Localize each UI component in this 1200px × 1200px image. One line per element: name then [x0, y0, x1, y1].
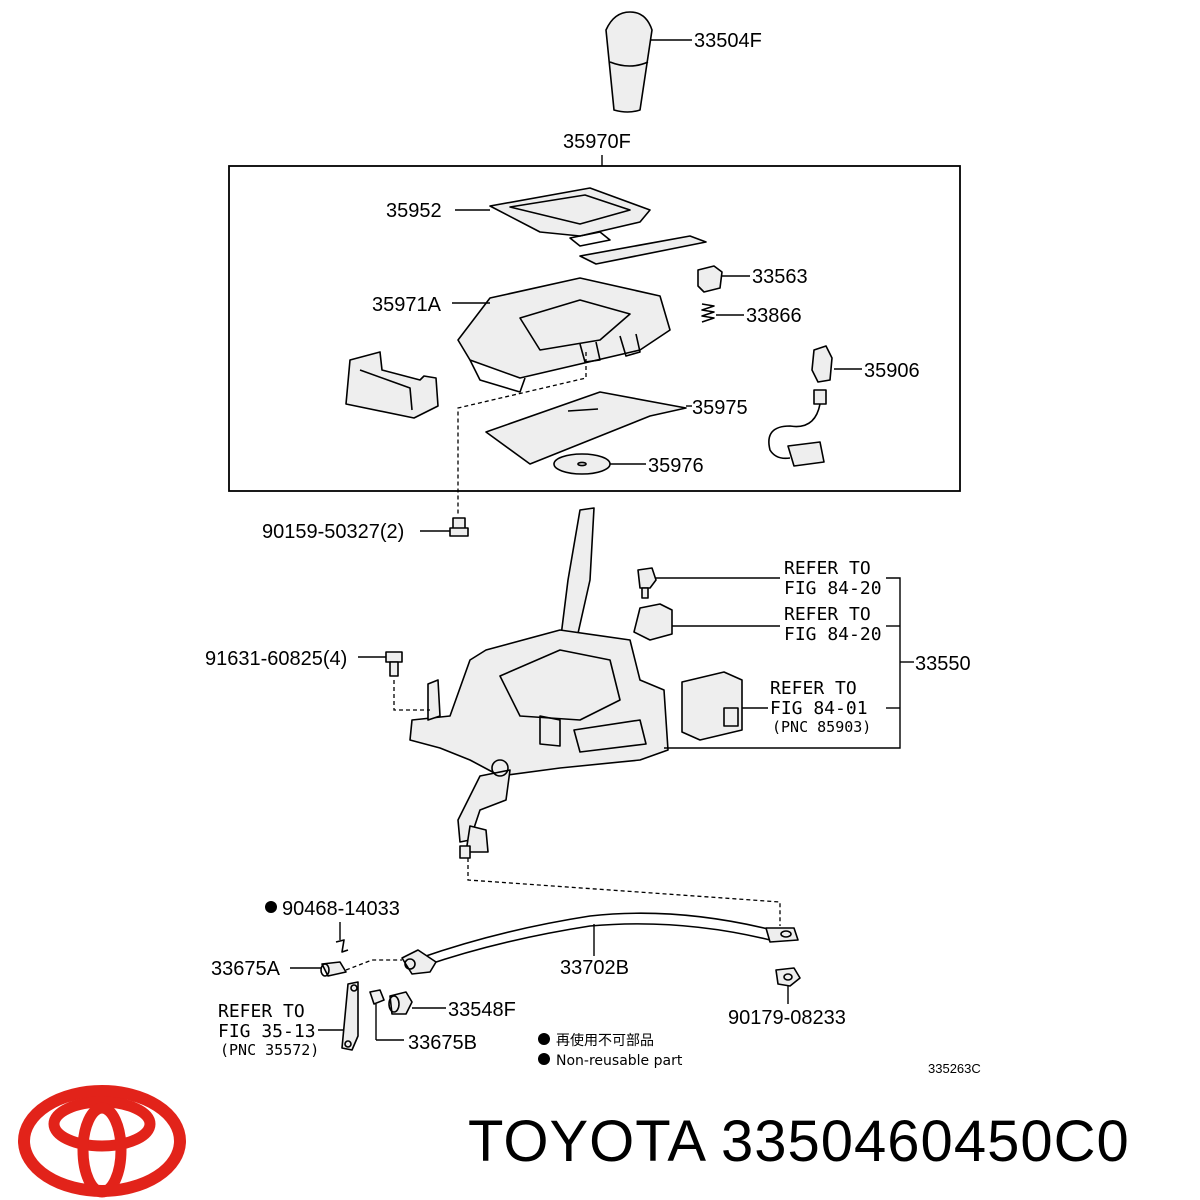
dashed-link-screw [457, 352, 587, 516]
cover-part [345, 351, 439, 419]
label-33550: 33550 [915, 653, 971, 675]
bushing-33548F-part [388, 991, 413, 1015]
bracket-33550 [664, 577, 901, 749]
label-90179: 90179-08233 [728, 1007, 846, 1029]
screw-90159-part [449, 517, 469, 537]
label-35971A: 35971A [372, 294, 442, 316]
pin-33675B-part [369, 989, 385, 1005]
legend-dot-icon [538, 1053, 550, 1065]
non-reusable-dot-icon [265, 901, 277, 913]
dashed-link-cable [467, 858, 781, 926]
legend-dot-icon [538, 1033, 550, 1045]
dashed-link-pin [345, 959, 402, 971]
shift-lever-assembly-part [409, 507, 669, 859]
legend-en: Non-reusable part [556, 1053, 683, 1069]
label-33675B: 33675B [408, 1032, 477, 1054]
label-35906: 35906 [864, 360, 920, 382]
plate-35952-part [489, 187, 707, 265]
label-35970F: 35970F [563, 131, 631, 153]
clip-33563-part [697, 265, 723, 293]
plate-35975-part [485, 391, 687, 465]
screw-ref-part [637, 567, 657, 599]
ref-4-line-c: (PNC 35572) [220, 1041, 319, 1059]
brand-part-number: TOYOTA 3350460450C0 [468, 1109, 1130, 1174]
label-91631: 91631-60825(4) [205, 648, 347, 670]
ref-2-line-a: REFER TO [784, 604, 871, 625]
bracket-ref-part [633, 603, 673, 641]
cable-33702B-part [401, 912, 799, 975]
label-35976: 35976 [648, 455, 704, 477]
label-33866: 33866 [746, 305, 802, 327]
diagram-code: 335263C [928, 1061, 981, 1076]
legend-jp: 再使用不可部品 [556, 1032, 654, 1049]
label-33548F: 33548F [448, 999, 516, 1021]
nut-90179-part [775, 967, 801, 987]
bolt-91631-part [385, 651, 403, 677]
housing-35971A-part [457, 277, 671, 393]
spring-33866-part [701, 303, 715, 323]
label-33702B: 33702B [560, 957, 629, 979]
ref-3-line-a: REFER TO [770, 678, 857, 699]
module-ref-part [681, 671, 743, 741]
ref-4-line-a: REFER TO [218, 1001, 305, 1022]
label-33504F: 33504F [694, 30, 762, 52]
ref-4-line-b: FIG 35-13 [218, 1021, 316, 1042]
assembly-box-35970F [228, 165, 961, 492]
label-35952: 35952 [386, 200, 442, 222]
wire-35906-part [768, 345, 833, 467]
label-35975: 35975 [692, 397, 748, 419]
shift-knob-part [605, 11, 653, 113]
ref-1-line-b: FIG 84-20 [784, 578, 882, 599]
ref-2-line-b: FIG 84-20 [784, 624, 882, 645]
ref-3-line-b: FIG 84-01 [770, 698, 868, 719]
lever-ref-part [341, 981, 359, 1051]
label-90159: 90159-50327(2) [262, 521, 404, 543]
ref-1-line-a: REFER TO [784, 558, 871, 579]
toyota-logo-icon [18, 1085, 186, 1198]
ref-3-line-c: (PNC 85903) [772, 718, 871, 736]
label-33675A: 33675A [211, 958, 281, 980]
clip-90468-part [335, 939, 349, 953]
pin-33675A-part [320, 961, 347, 977]
label-33563: 33563 [752, 266, 808, 288]
disc-35976-part [553, 453, 611, 475]
dashed-link-bolt [393, 680, 430, 711]
label-90468: 90468-14033 [282, 898, 400, 920]
